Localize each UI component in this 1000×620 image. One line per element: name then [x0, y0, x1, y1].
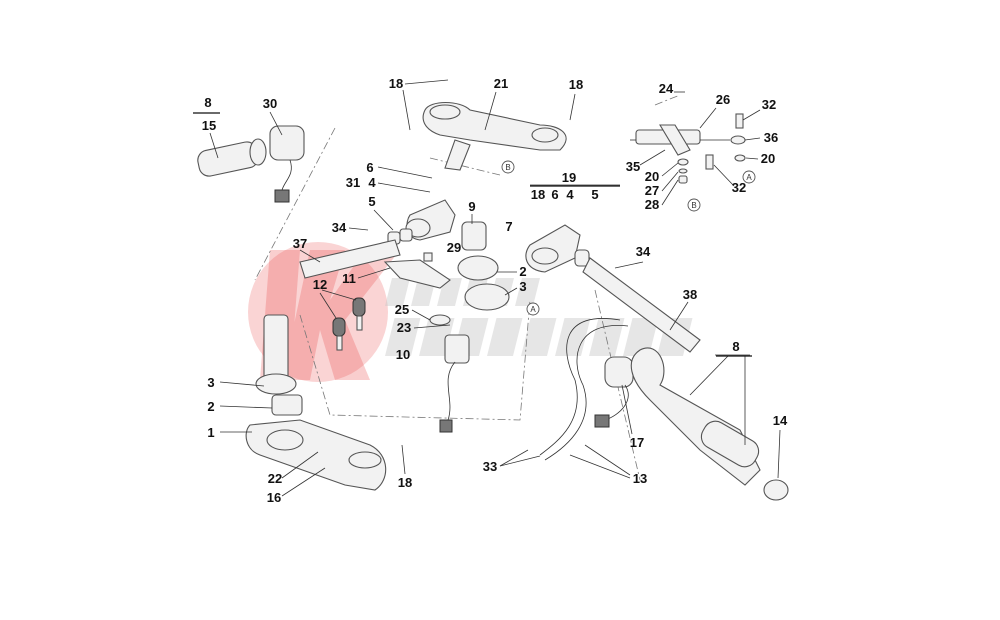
reference-marker-B: B	[687, 198, 701, 212]
watermark-letter	[385, 278, 410, 306]
part-label-12: 12	[313, 277, 327, 292]
leader-lines	[209, 79, 781, 497]
part-label-18: 18	[389, 76, 403, 91]
part-label-4: 4	[566, 187, 574, 202]
part-label-13: 13	[633, 471, 647, 486]
left-handlebar-clamp	[387, 199, 456, 245]
keys	[332, 297, 366, 351]
svg-text:B: B	[691, 201, 696, 210]
watermark-letter	[623, 318, 659, 356]
watermark-letter	[589, 318, 625, 356]
watermark-letter	[487, 318, 523, 356]
part-label-29: 29	[447, 240, 461, 255]
watermark-letter	[515, 278, 540, 306]
watermark-letter	[385, 318, 421, 356]
part-label-32: 32	[732, 180, 746, 195]
part-label-36: 36	[764, 130, 778, 145]
part-label-27: 27	[645, 183, 659, 198]
part-label-2: 2	[207, 399, 214, 414]
part-label-28: 28	[645, 197, 659, 212]
part-label-1: 1	[207, 425, 214, 440]
part-label-24: 24	[659, 81, 674, 96]
part-label-3: 3	[519, 279, 526, 294]
reference-marker-A: A	[742, 170, 756, 184]
part-label-3: 3	[207, 375, 214, 390]
part-label-18: 18	[531, 187, 545, 202]
part-label-2: 2	[519, 264, 526, 279]
part-label-17: 17	[630, 435, 644, 450]
svg-text:A: A	[530, 305, 536, 314]
watermark-letter	[555, 318, 591, 356]
left-switch	[269, 125, 305, 203]
part-label-14: 14	[773, 413, 788, 428]
part-label-30: 30	[263, 96, 277, 111]
svg-text:B: B	[505, 163, 510, 172]
part-label-22: 22	[268, 471, 282, 486]
part-label-5: 5	[368, 194, 375, 209]
part-label-15: 15	[202, 118, 216, 133]
part-label-18: 18	[398, 475, 412, 490]
part-label-38: 38	[683, 287, 697, 302]
reference-marker-A: A	[526, 302, 540, 316]
part-label-18: 18	[569, 77, 583, 92]
part-label-10: 10	[396, 347, 410, 362]
steering-damper	[630, 113, 746, 184]
part-label-19: 19	[562, 170, 576, 185]
right-switch	[594, 356, 634, 428]
part-label-31: 31	[346, 175, 360, 190]
steering-stem	[255, 314, 303, 416]
part-label-34: 34	[636, 244, 651, 259]
steering-bearing	[464, 283, 510, 311]
part-label-6: 6	[366, 160, 373, 175]
top-yoke	[422, 101, 567, 171]
part-label-4: 4	[368, 175, 376, 190]
bracket	[383, 259, 451, 289]
part-label-7: 7	[505, 219, 512, 234]
part-label-35: 35	[626, 159, 640, 174]
part-label-5: 5	[591, 187, 598, 202]
part-label-23: 23	[397, 320, 411, 335]
left-grip	[197, 138, 267, 177]
part-label-37: 37	[293, 236, 307, 251]
part-label-16: 16	[267, 490, 281, 505]
part-label-21: 21	[494, 76, 508, 91]
part-label-26: 26	[716, 92, 730, 107]
part-label-8: 8	[732, 339, 739, 354]
part-label-20: 20	[645, 169, 659, 184]
throttle-grip	[630, 347, 789, 501]
left-handlebar-tube	[299, 239, 401, 279]
right-handlebar-clamp	[525, 224, 590, 273]
ignition-switch	[423, 221, 499, 281]
part-label-6: 6	[551, 187, 558, 202]
lower-yoke	[245, 419, 387, 491]
svg-text:A: A	[746, 173, 752, 182]
watermark-letter	[521, 318, 557, 356]
part-label-8: 8	[204, 95, 211, 110]
part-label-9: 9	[468, 199, 475, 214]
part-label-25: 25	[395, 302, 409, 317]
part-label-32: 32	[762, 97, 776, 112]
part-label-20: 20	[761, 151, 775, 166]
part-label-33: 33	[483, 459, 497, 474]
part-label-34: 34	[332, 220, 347, 235]
reference-marker-B: B	[501, 160, 515, 174]
steering-lock	[429, 314, 470, 433]
part-label-11: 11	[342, 271, 356, 286]
reference-markers: A A B B	[501, 160, 756, 316]
